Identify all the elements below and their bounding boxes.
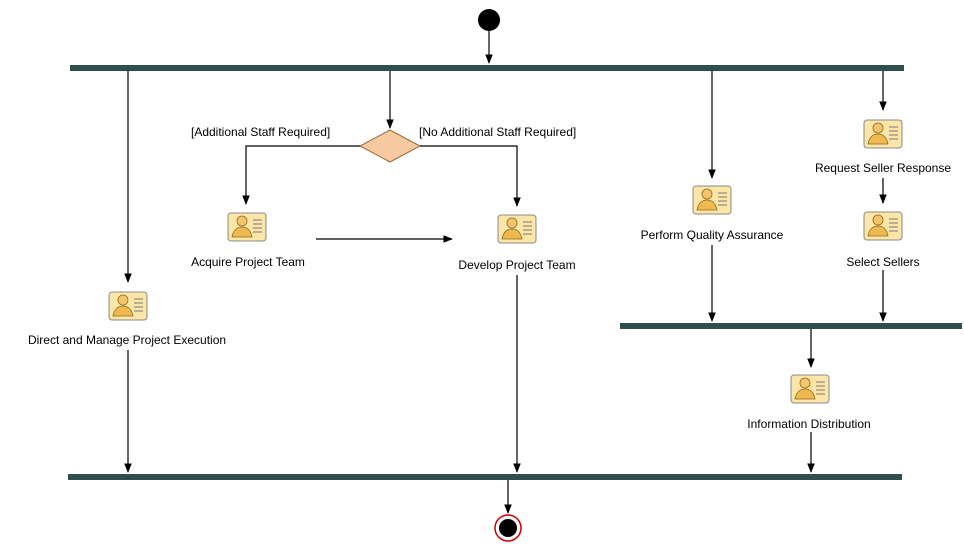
final-node [494,514,522,542]
activity-label: Information Distribution [747,417,870,431]
activity-label: Select Sellers [846,255,919,269]
activity-develop-team[interactable]: Develop Project Team [458,214,576,272]
fork-bar-top [70,65,904,71]
guard-staff-required: [Additional Staff Required] [191,125,330,139]
person-card-icon [790,374,830,404]
edge-decision-acquire [242,145,360,205]
person-card-icon [692,185,732,215]
activity-label: Request Seller Response [815,161,951,175]
decision-node [358,129,422,163]
activity-label: Acquire Project Team [191,255,305,269]
activity-acquire-team[interactable]: Acquire Project Team [191,212,305,269]
person-card-icon [497,214,537,244]
activity-select-sellers[interactable]: Select Sellers [846,211,920,269]
person-card-icon [227,212,267,242]
join-bar-bottom [68,474,902,480]
activity-quality-assurance[interactable]: Perform Quality Assurance [641,185,784,242]
activity-information-distribution[interactable]: Information Distribution [747,374,871,431]
person-card-icon [863,119,903,149]
activity-label: Perform Quality Assurance [641,228,784,242]
activity-label: Develop Project Team [458,258,575,272]
activity-direct-manage[interactable]: Direct and Manage Project Execution [28,291,226,347]
person-card-icon [863,211,903,241]
activity-request-seller[interactable]: Request Seller Response [815,119,951,175]
guard-no-staff-required: [No Additional Staff Required] [419,125,576,139]
activity-label: Direct and Manage Project Execution [28,333,226,347]
edge-decision-develop [420,145,521,207]
join-bar-right [620,323,962,329]
person-card-icon [108,291,148,321]
initial-node [478,9,500,31]
